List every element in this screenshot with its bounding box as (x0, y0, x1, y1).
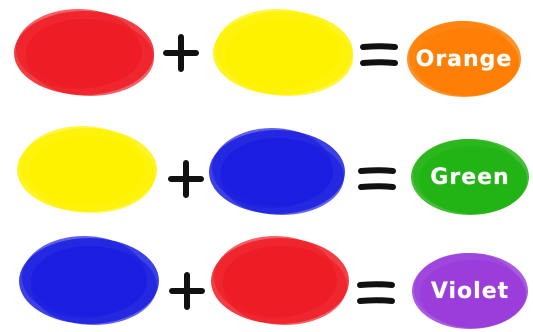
green-result-blob: Green (409, 136, 531, 218)
yellow-paint-blob (12, 122, 162, 218)
yellow-paint-blob (207, 4, 359, 102)
red-paint-blob (8, 4, 160, 102)
orange-result-blob: Orange (405, 18, 523, 100)
plus-icon (166, 270, 208, 312)
equals-icon (358, 34, 400, 76)
equals-icon (355, 272, 397, 314)
blue-paint-blob (14, 232, 164, 330)
result-label-green: Green (430, 165, 509, 190)
mix-row-2: Green (0, 110, 533, 220)
blue-paint-blob (204, 124, 350, 220)
equals-icon (356, 158, 398, 200)
violet-result-blob: Violet (410, 250, 530, 332)
plus-icon (165, 158, 207, 200)
result-label-violet: Violet (431, 279, 509, 304)
red-paint-blob (206, 232, 354, 330)
mix-row-1: Orange (0, 0, 533, 110)
plus-icon (160, 32, 202, 74)
mix-row-3: Violet (0, 220, 533, 330)
result-label-orange: Orange (416, 47, 513, 72)
